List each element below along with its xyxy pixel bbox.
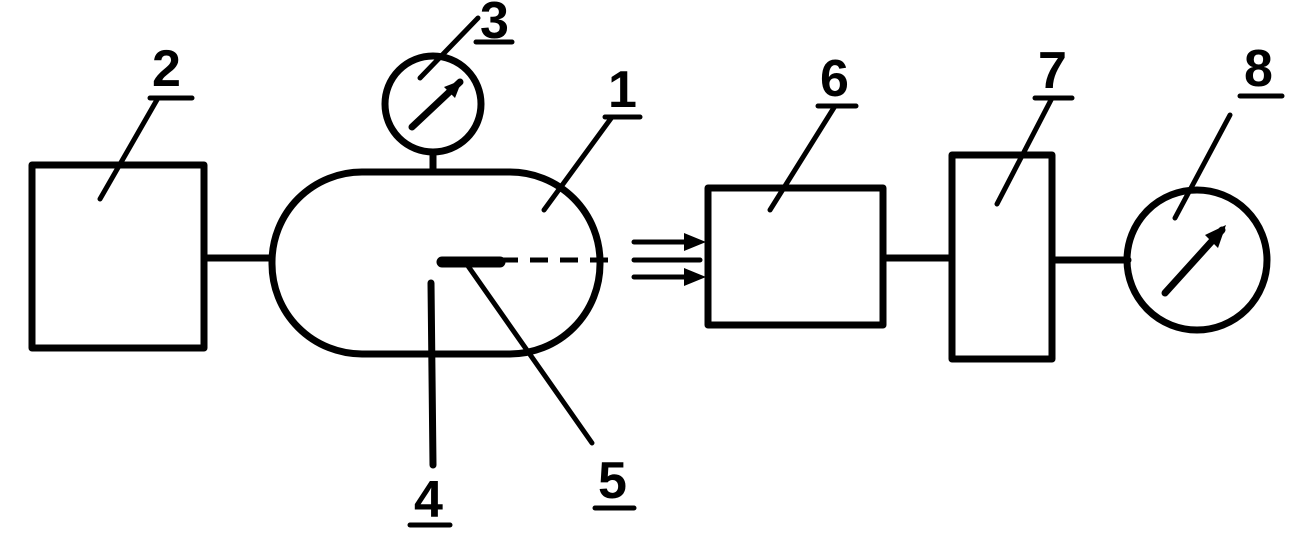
label-3: 3 [480,0,509,50]
label-7: 7 [1038,42,1067,100]
leader-3 [417,15,481,81]
label-8: 8 [1244,40,1273,98]
leader-5 [465,263,595,446]
meter-8 [1123,186,1271,334]
label-4: 4 [414,471,443,529]
meter-8-arrowhead-icon [1205,225,1226,248]
leader-8 [1172,112,1233,221]
leader-2 [97,95,161,202]
block-2 [28,161,208,352]
leader-1 [541,114,615,213]
radiation-arrowhead-upper-icon [684,233,706,251]
gauge-3 [381,52,485,156]
label-1: 1 [608,61,637,119]
radiation-arrowhead-lower-icon [684,268,706,286]
label-6: 6 [820,50,849,108]
block-6 [704,184,887,329]
label-5: 5 [598,452,627,510]
leader-7 [994,95,1055,207]
label-2: 2 [152,40,181,98]
leader-6 [767,103,838,213]
electrode-4 [427,279,437,469]
gauge-3-arrowhead-icon [444,80,462,98]
block-7 [948,151,1056,363]
